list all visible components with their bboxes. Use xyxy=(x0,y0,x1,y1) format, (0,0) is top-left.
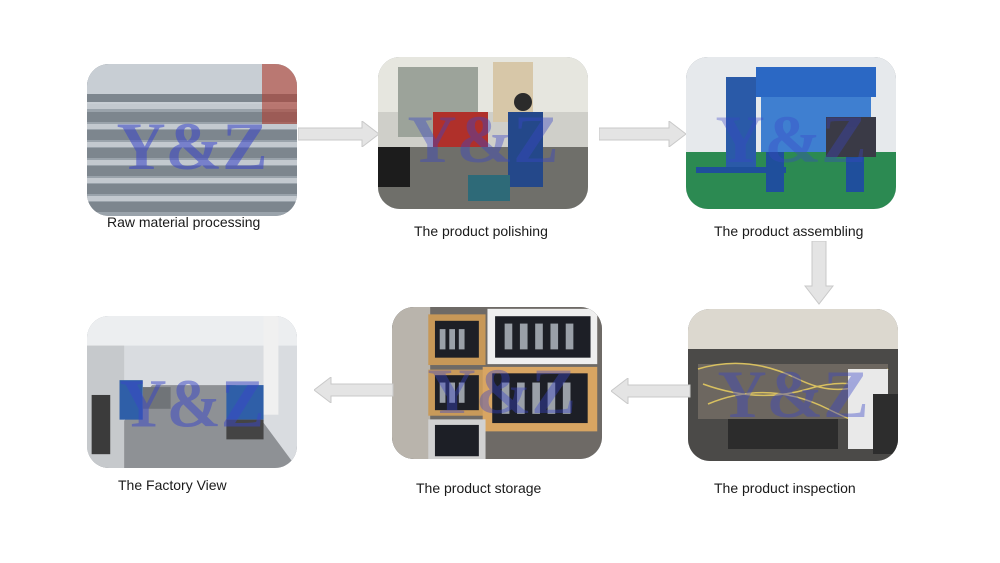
watermark-text: Y&Z xyxy=(120,365,264,442)
arrow-right xyxy=(599,121,687,147)
watermark-text: Y&Z xyxy=(715,101,866,177)
step-caption: Raw material processing xyxy=(107,214,261,230)
arrow-left xyxy=(314,377,394,403)
step-caption: The product inspection xyxy=(714,480,856,496)
photo-factory-view: Y&Z xyxy=(87,316,297,468)
photo-product-inspection: Y&Z xyxy=(688,309,898,461)
photo-product-storage: Y&Z xyxy=(392,307,602,459)
arrow-left xyxy=(611,378,691,404)
step-caption: The product storage xyxy=(416,480,542,496)
arrow-down xyxy=(804,241,834,305)
watermark-text: Y&Z xyxy=(116,108,267,184)
step-caption: The product polishing xyxy=(414,223,548,239)
arrow-right xyxy=(298,121,380,147)
photo-raw-material-processing: Y&Z xyxy=(87,64,297,216)
photo-product-polishing: Y&Z xyxy=(378,57,588,209)
watermark-text: Y&Z xyxy=(717,356,868,432)
photo-product-assembling: Y&Z xyxy=(686,57,896,209)
watermark-text: Y&Z xyxy=(428,356,576,428)
step-caption: The Factory View xyxy=(118,477,227,493)
step-caption: The product assembling xyxy=(714,223,864,239)
watermark-text: Y&Z xyxy=(407,101,558,177)
